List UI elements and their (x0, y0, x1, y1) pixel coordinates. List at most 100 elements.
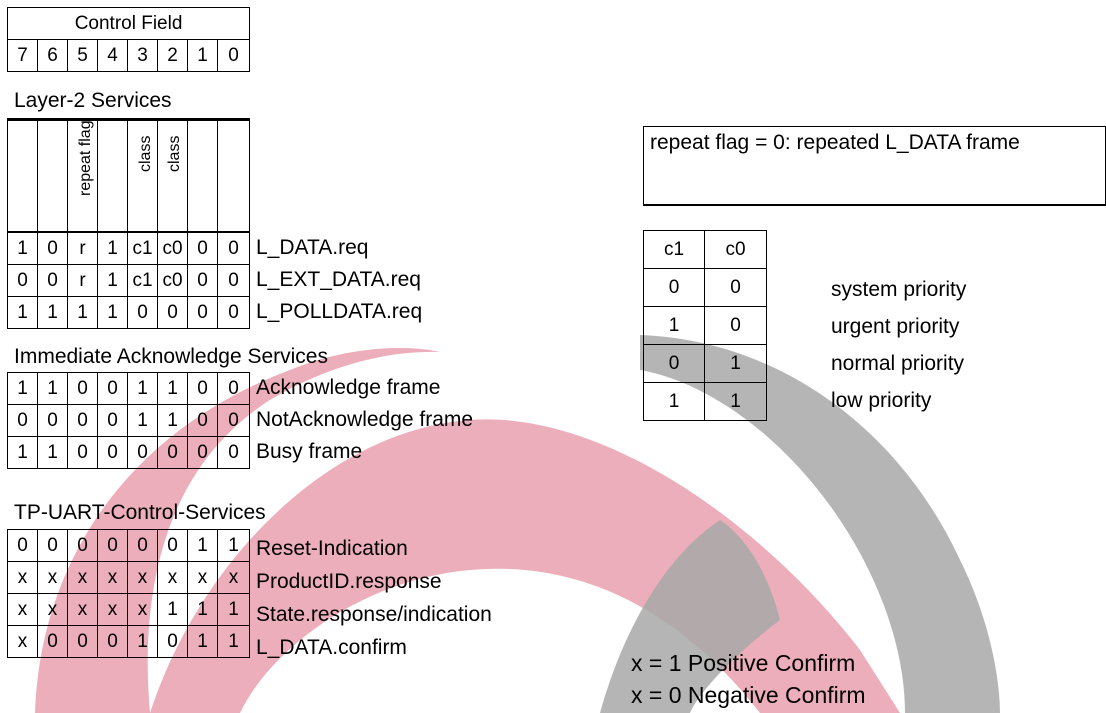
header-cell (37, 120, 68, 232)
bit-cell: 1 (37, 372, 68, 405)
bit-cell: 0 (187, 436, 218, 469)
bit-cell: 0 (97, 625, 128, 658)
control-field-table: Control Field 7 6 5 4 3 2 1 0 (6, 7, 251, 72)
bit-cell: x (67, 593, 98, 626)
ack-table: 1 1 0 0 1 1 0 0 0 0 0 0 1 1 0 0 1 1 0 0 … (7, 372, 250, 469)
bit-cell: 1 (127, 404, 158, 437)
header-cell (127, 120, 158, 232)
header-cell (187, 120, 218, 232)
bit-cell: x (217, 561, 250, 594)
bit-cell: 0 (67, 529, 98, 562)
bit-cell: 1 (97, 264, 128, 297)
bit-header: 3 (127, 39, 158, 72)
service-label: L_EXT_DATA.req (256, 268, 421, 291)
bit-cell: 0 (37, 264, 68, 297)
table-row: x 0 0 0 1 0 1 1 (7, 625, 250, 658)
bit-cell: c0 (157, 264, 188, 297)
bit-cell: x (97, 561, 128, 594)
bit-cell: 0 (217, 264, 250, 297)
bit-cell: 0 (37, 529, 68, 562)
table-row: x x x x x 1 1 1 (7, 593, 250, 626)
table-row: 1 0 (643, 306, 767, 345)
bit-cell: x (7, 561, 38, 594)
bit-cell: 0 (37, 232, 68, 265)
bit-header: 2 (157, 39, 188, 72)
service-label: L_POLLDATA.req (256, 300, 423, 323)
header-cell (157, 120, 188, 232)
bit-cell: x (127, 593, 158, 626)
priority-label: system priority (831, 278, 967, 301)
priority-label: normal priority (831, 352, 965, 375)
bit-cell: 1 (37, 436, 68, 469)
priority-label: low priority (831, 389, 932, 412)
priority-cell: 1 (643, 306, 705, 345)
bit-cell: 1 (187, 593, 218, 626)
bit-cell: 1 (7, 296, 38, 329)
table-row: 1 1 (643, 382, 767, 421)
table-row: 0 1 (643, 344, 767, 383)
bit-cell: 1 (37, 296, 68, 329)
bit-cell: 1 (7, 232, 38, 265)
service-label: L_DATA.req (256, 236, 369, 259)
bit-cell: x (7, 593, 38, 626)
bit-cell: x (187, 561, 218, 594)
bit-header: 1 (187, 39, 218, 72)
bit-cell: 0 (97, 404, 128, 437)
bit-cell: x (97, 593, 128, 626)
table-row: 0 0 0 0 1 1 0 0 (7, 404, 250, 437)
header-cell (67, 120, 98, 232)
bit-cell: x (127, 561, 158, 594)
bit-cell: 1 (217, 625, 250, 658)
service-label: L_DATA.confirm (256, 636, 407, 659)
bit-cell: 0 (187, 372, 218, 405)
bit-cell: 0 (7, 264, 38, 297)
service-label: Busy frame (256, 440, 363, 463)
bit-cell: 1 (127, 372, 158, 405)
table-row: 0 0 r 1 c1 c0 0 0 (7, 264, 250, 297)
bit-cell: 0 (187, 296, 218, 329)
service-label: Acknowledge frame (256, 376, 441, 399)
uart-table: 0 0 0 0 0 0 1 1 x x x x x x x x x x x x … (7, 529, 250, 658)
priority-cell: 0 (643, 268, 705, 307)
bit-cell: 0 (217, 404, 250, 437)
priority-cell: 0 (704, 268, 767, 307)
bit-cell: 0 (37, 625, 68, 658)
bit-cell: 0 (67, 436, 98, 469)
bit-cell: 0 (217, 296, 250, 329)
layer2-heading: Layer-2 Services (14, 89, 172, 112)
bit-cell: x (67, 561, 98, 594)
service-label: State.response/indication (256, 603, 492, 626)
bit-cell: 1 (157, 372, 188, 405)
bit-cell: 1 (157, 593, 188, 626)
priority-header: c1 (643, 230, 705, 269)
bit-cell: 1 (187, 625, 218, 658)
priority-label: urgent priority (831, 315, 960, 338)
table-row: 1 1 0 0 1 1 0 0 (7, 372, 250, 405)
bit-cell: 1 (217, 529, 250, 562)
bit-cell: c0 (157, 232, 188, 265)
control-field-title: Control Field (6, 7, 251, 40)
bit-cell: 0 (7, 404, 38, 437)
ack-heading: Immediate Acknowledge Services (14, 345, 328, 368)
class-label: class (166, 135, 183, 172)
bit-cell: 1 (97, 232, 128, 265)
bit-cell: 0 (187, 232, 218, 265)
priority-cell: 0 (704, 306, 767, 345)
bit-cell: 0 (217, 436, 250, 469)
bit-cell: 0 (127, 436, 158, 469)
heading-rule (7, 118, 250, 121)
table-row: 0 0 (643, 268, 767, 307)
service-label: Reset-Indication (256, 537, 408, 560)
bit-cell: r (67, 232, 98, 265)
header-cell (217, 120, 250, 232)
bit-cell: 0 (187, 264, 218, 297)
negative-confirm-legend: x = 0 Negative Confirm (631, 682, 866, 708)
bit-cell: 1 (157, 404, 188, 437)
priority-cell: 1 (643, 382, 705, 421)
bit-cell: 0 (67, 372, 98, 405)
priority-cell: 1 (704, 344, 767, 383)
bit-cell: 0 (217, 372, 250, 405)
bit-cell: x (37, 561, 68, 594)
uart-heading: TP-UART-Control-Services (14, 501, 266, 524)
priority-table: c1 c0 0 0 1 0 0 1 1 1 (643, 230, 767, 421)
